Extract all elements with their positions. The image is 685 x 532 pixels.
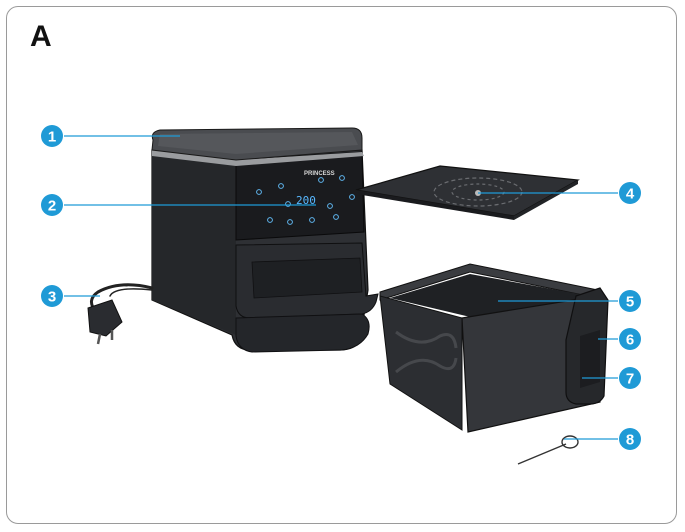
callout-1: 1 (41, 125, 63, 147)
svg-text:2: 2 (48, 198, 56, 215)
preset-icon-4 (339, 175, 345, 181)
display-reading: 200 (296, 194, 316, 207)
callout-3: 3 (41, 285, 63, 307)
svg-text:5: 5 (626, 294, 634, 311)
time-down-icon (333, 214, 339, 220)
airfryer-side-shade (152, 150, 236, 335)
figure-frame (6, 6, 677, 524)
lid-trim (152, 150, 364, 166)
preset-icon-3 (318, 177, 324, 183)
preset-icon-1 (256, 189, 262, 195)
callout-4: 4 (619, 182, 641, 204)
leader-lines (64, 135, 618, 440)
svg-text:3: 3 (48, 289, 56, 306)
lid-highlight (158, 132, 358, 154)
preset-icon-2 (278, 183, 284, 189)
time-up-icon (327, 203, 333, 209)
fryer-basket (379, 263, 609, 433)
drawer-window (251, 257, 363, 299)
svg-text:6: 6 (626, 332, 634, 349)
callout-7: 7 (619, 367, 641, 389)
temp-up-icon (285, 201, 291, 207)
svg-text:8: 8 (626, 432, 634, 449)
figure-label: A (30, 20, 52, 53)
svg-text:4: 4 (626, 186, 635, 203)
start-icon (349, 194, 355, 200)
temp-down-icon (287, 219, 293, 225)
power-cord (90, 283, 154, 314)
airfryer-base (235, 313, 370, 353)
svg-text:1: 1 (48, 129, 56, 146)
fan-icon (309, 217, 315, 223)
airfryer-main-unit: 200 PRINCESS (151, 127, 379, 353)
callout-5: 5 (619, 290, 641, 312)
power-plug (87, 299, 123, 345)
svg-text:7: 7 (626, 371, 634, 388)
power-icon (267, 217, 273, 223)
callout-6: 6 (619, 328, 641, 350)
callout-8: 8 (619, 428, 641, 450)
brand-logo: PRINCESS (304, 171, 335, 177)
callout-2: 2 (41, 194, 63, 216)
crisper-plate (355, 165, 580, 220)
wire-tool (517, 435, 579, 465)
